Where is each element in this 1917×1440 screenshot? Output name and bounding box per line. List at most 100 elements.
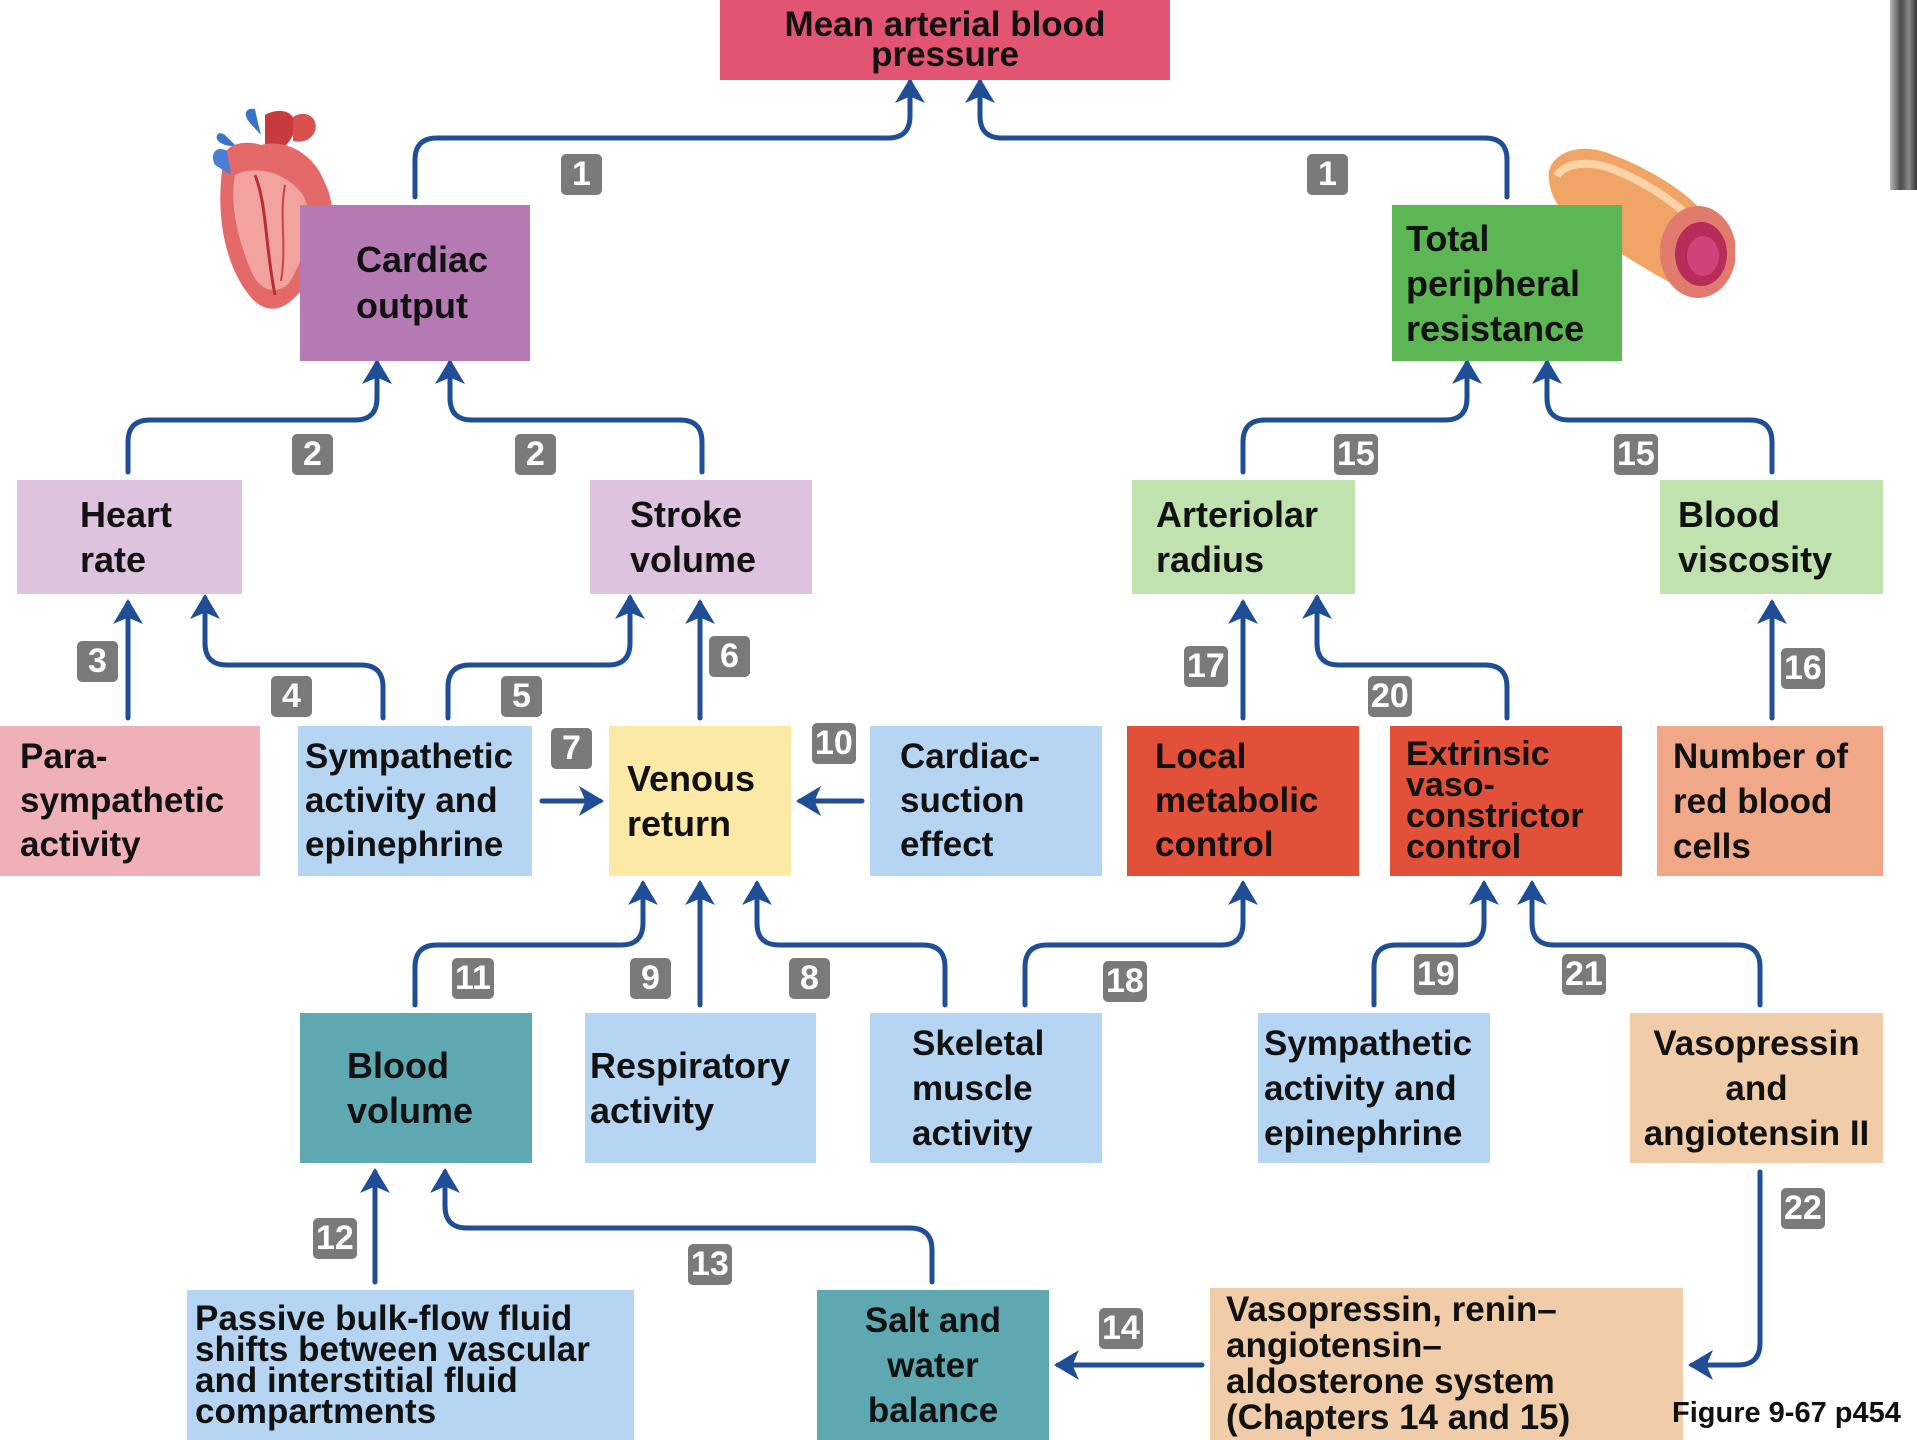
node-label-line: volume bbox=[630, 539, 757, 580]
node-label-line: Skeletal bbox=[912, 1023, 1045, 1063]
node-label-line: sympathetic bbox=[20, 781, 225, 820]
node-label-line: Cardiac- bbox=[900, 737, 1041, 776]
node-label-line: activity bbox=[590, 1090, 715, 1131]
node-label-line: Mean arterial blood bbox=[784, 5, 1106, 44]
node-label-line: Arteriolar bbox=[1156, 494, 1319, 535]
badge-7: 7 bbox=[551, 728, 592, 769]
arrow-15-arteriolar-radius bbox=[1240, 358, 1482, 475]
node-label-line: epinephrine bbox=[1264, 1113, 1463, 1153]
node-local-metabolic-control: Local metabolic control bbox=[1127, 726, 1359, 876]
node-label-line: Salt and bbox=[864, 1300, 1002, 1340]
node-sympathetic-activity-right: Sympathetic activity and epinephrine bbox=[1258, 1013, 1490, 1163]
node-respiratory-activity: Respiratory activity bbox=[585, 1013, 816, 1163]
node-label-line: peripheral bbox=[1406, 262, 1581, 304]
node-label-line: Cardiac bbox=[356, 239, 489, 280]
node-label-line: balance bbox=[867, 1390, 999, 1430]
badge-5: 5 bbox=[501, 676, 542, 717]
arrow-1-total-peripheral bbox=[965, 77, 1510, 200]
arrow-15-blood-viscosity bbox=[1532, 358, 1775, 475]
node-label-line: constrictor bbox=[1406, 797, 1584, 835]
node-label-line: Vasopressin, renin– bbox=[1226, 1290, 1557, 1329]
node-label-line: resistance bbox=[1406, 307, 1585, 349]
node-label-line: activity bbox=[20, 825, 141, 864]
node-vasopressin-and-angiotensin-ii: Vasopressin and angiotensin II bbox=[1630, 1013, 1883, 1163]
node-sympathetic-activity-left: Sympathetic activity and epinephrine bbox=[298, 726, 532, 876]
node-passive-bulk-flow-fluid-shifts: Passive bulk-flow fluid shifts between v… bbox=[187, 1290, 634, 1440]
node-label-line: vaso- bbox=[1406, 766, 1495, 804]
badge-11: 11 bbox=[452, 958, 494, 999]
node-extrinsic-vasoconstrictor-control: Extrinsic vaso- constrictor control bbox=[1390, 726, 1622, 876]
node-label-line: muscle bbox=[912, 1068, 1033, 1108]
arrow-20-extrinsic bbox=[1302, 593, 1510, 721]
arrow-2-heart-rate bbox=[125, 358, 392, 475]
node-label-line: activity and bbox=[305, 781, 498, 820]
node-label-line: Blood bbox=[347, 1045, 449, 1086]
node-label-line: angiotensin II bbox=[1643, 1113, 1870, 1153]
node-venous-return: Venous return bbox=[609, 726, 791, 876]
badge-21: 21 bbox=[1562, 954, 1606, 995]
node-label-line: epinephrine bbox=[305, 825, 504, 864]
node-label-line: viscosity bbox=[1678, 539, 1833, 580]
node-label-line: Sympathetic bbox=[305, 737, 514, 776]
node-label-line: metabolic bbox=[1155, 781, 1319, 820]
badge-15: 15 bbox=[1334, 434, 1378, 475]
node-label-line: Stroke bbox=[630, 494, 743, 535]
node-label-line: compartments bbox=[195, 1392, 437, 1431]
badge-18: 18 bbox=[1103, 961, 1147, 1002]
arrow-4-sympathetic-to-heart-rate bbox=[190, 593, 386, 721]
node-label-line: Local bbox=[1155, 737, 1247, 776]
badge-16: 16 bbox=[1781, 648, 1825, 689]
badge-19: 19 bbox=[1414, 954, 1458, 995]
badge-10: 10 bbox=[812, 723, 856, 764]
arrow-13-salt-water-to-blood-volume bbox=[430, 1167, 935, 1285]
node-label-line: Extrinsic bbox=[1406, 735, 1550, 773]
badge-1: 1 bbox=[1307, 154, 1348, 195]
node-mean-arterial-blood-pressure: Mean arterial blood pressure bbox=[720, 0, 1170, 80]
arrow-8-skeletal-to-venous bbox=[742, 879, 948, 1008]
badge-8: 8 bbox=[789, 958, 830, 999]
node-label-line: angiotensin– bbox=[1226, 1326, 1442, 1365]
node-label-line: Respiratory bbox=[590, 1045, 791, 1086]
node-label-line: activity and bbox=[1264, 1068, 1457, 1108]
badge-15: 15 bbox=[1614, 434, 1658, 475]
node-blood-viscosity: Blood viscosity bbox=[1660, 480, 1883, 594]
node-blood-volume: Blood volume bbox=[300, 1013, 532, 1163]
node-label-line: activity bbox=[912, 1113, 1033, 1153]
node-label-line: cells bbox=[1673, 826, 1751, 866]
badge-12: 12 bbox=[313, 1218, 357, 1259]
node-heart-rate: Heart rate bbox=[17, 480, 242, 594]
arrow-19-sympathetic-to-extrinsic bbox=[1371, 879, 1499, 1008]
node-label-line: effect bbox=[900, 825, 994, 864]
node-cardiac-output: Cardiac output bbox=[300, 205, 530, 361]
node-label-line: radius bbox=[1156, 539, 1265, 580]
badge-20: 20 bbox=[1368, 676, 1412, 717]
badge-2: 2 bbox=[515, 434, 556, 475]
node-skeletal-muscle-activity: Skeletal muscle activity bbox=[870, 1013, 1102, 1163]
arrow-5-sympathetic-to-stroke-volume bbox=[445, 593, 645, 721]
arrow-22-vasopressin-to-raas bbox=[1687, 1169, 1763, 1380]
node-label-line: Sympathetic bbox=[1264, 1023, 1473, 1063]
node-label-line: Heart bbox=[80, 494, 173, 535]
badge-1: 1 bbox=[561, 154, 602, 195]
arrow-2-stroke-volume bbox=[435, 358, 705, 475]
arrow-18-skeletal-to-local bbox=[1022, 879, 1258, 1008]
arrow-11-blood-volume bbox=[412, 879, 658, 1008]
node-label-line: red blood bbox=[1673, 781, 1833, 821]
node-label-line: return bbox=[627, 803, 732, 844]
node-label-line: (Chapters 14 and 15) bbox=[1226, 1398, 1571, 1437]
badge-9: 9 bbox=[630, 958, 671, 999]
badge-3: 3 bbox=[77, 641, 118, 682]
blood-vessel-illustration-icon bbox=[1548, 148, 1735, 298]
node-label-line: shifts between vascular bbox=[195, 1330, 590, 1369]
arrow-21-vasopressin-to-extrinsic bbox=[1517, 879, 1763, 1008]
badge-4: 4 bbox=[271, 676, 312, 717]
node-label-line: aldosterone system bbox=[1226, 1362, 1555, 1401]
node-number-of-red-blood-cells: Number of red blood cells bbox=[1657, 726, 1883, 876]
node-arteriolar-radius: Arteriolar radius bbox=[1132, 480, 1355, 594]
node-label-line: Vasopressin bbox=[1653, 1023, 1860, 1063]
node-label-line: output bbox=[356, 285, 468, 326]
node-label-line: and interstitial fluid bbox=[195, 1361, 518, 1400]
node-label-line: volume bbox=[347, 1090, 474, 1131]
node-label-line: Passive bulk-flow fluid bbox=[195, 1299, 573, 1338]
